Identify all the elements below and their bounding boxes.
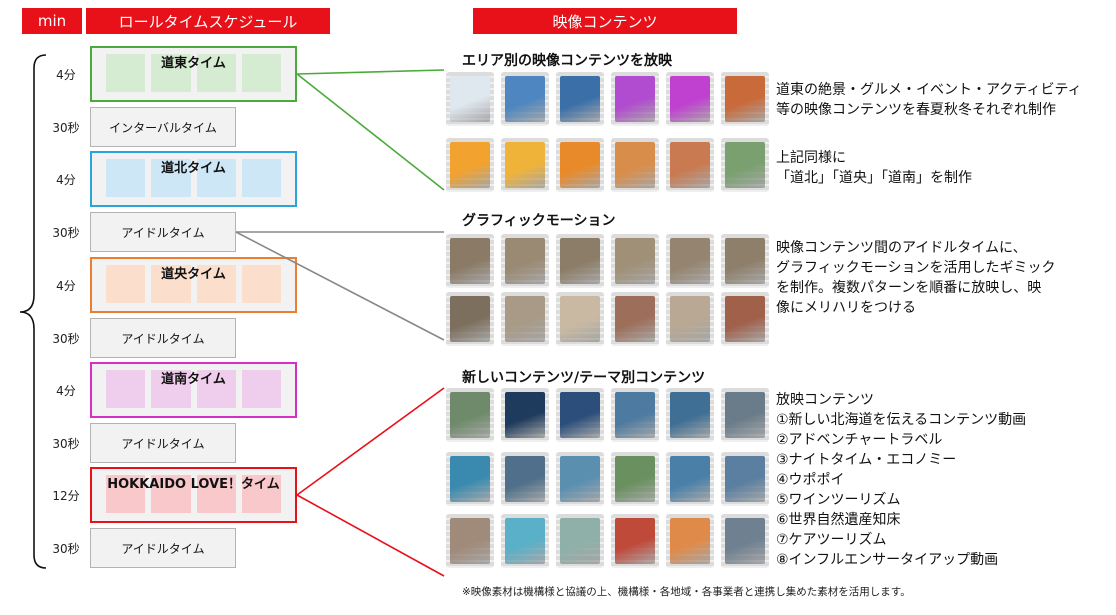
video-thumbnail xyxy=(666,72,714,126)
video-thumbnail xyxy=(666,388,714,442)
section-description: 道東の絶景・グルメ・イベント・アクティビティ 等の映像コンテンツを春夏秋冬それぞ… xyxy=(776,80,1082,120)
video-thumbnail xyxy=(611,388,659,442)
video-thumbnail xyxy=(501,292,549,346)
video-thumbnail xyxy=(721,72,769,126)
section-title: エリア別の映像コンテンツを放映 xyxy=(462,50,672,70)
video-thumbnail xyxy=(446,292,494,346)
video-thumbnail xyxy=(556,514,604,568)
video-thumbnail xyxy=(721,138,769,192)
video-thumbnail xyxy=(556,388,604,442)
connector-line-green xyxy=(297,70,444,74)
section-description: 放映コンテンツ ①新しい北海道を伝えるコンテンツ動画 ②アドベンチャートラベル … xyxy=(776,390,1026,570)
video-thumbnail xyxy=(446,514,494,568)
video-thumbnail xyxy=(666,234,714,288)
video-thumbnail xyxy=(501,514,549,568)
connector-line-red xyxy=(297,495,444,576)
video-thumbnail xyxy=(721,452,769,506)
video-thumbnail xyxy=(611,234,659,288)
connector-line-gray xyxy=(236,232,444,340)
video-thumbnail xyxy=(446,138,494,192)
video-thumbnail xyxy=(556,72,604,126)
video-thumbnail xyxy=(721,388,769,442)
section-title: 新しいコンテンツ/テーマ別コンテンツ xyxy=(462,367,705,387)
video-thumbnail xyxy=(501,72,549,126)
video-thumbnail xyxy=(501,234,549,288)
video-thumbnail xyxy=(556,138,604,192)
video-thumbnail xyxy=(556,292,604,346)
video-thumbnail xyxy=(556,234,604,288)
video-thumbnail xyxy=(721,292,769,346)
video-thumbnail xyxy=(611,72,659,126)
video-thumbnail xyxy=(721,234,769,288)
section-description: 上記同様に 「道北」「道央」「道南」を制作 xyxy=(776,148,972,188)
video-thumbnail xyxy=(501,452,549,506)
video-thumbnail xyxy=(446,452,494,506)
video-thumbnail xyxy=(611,514,659,568)
video-thumbnail xyxy=(556,452,604,506)
video-thumbnail xyxy=(501,388,549,442)
video-thumbnail xyxy=(666,292,714,346)
video-thumbnail xyxy=(446,234,494,288)
video-thumbnail xyxy=(611,292,659,346)
section-title: グラフィックモーション xyxy=(462,210,615,230)
connector-line-red xyxy=(297,388,444,495)
footnote: ※映像素材は機構様と協議の上、機構様・各地域・各事業者と連携し集めた素材を活用し… xyxy=(462,584,911,599)
connector-line-green xyxy=(297,74,444,190)
video-thumbnail xyxy=(666,452,714,506)
video-thumbnail xyxy=(611,452,659,506)
section-description: 映像コンテンツ間のアイドルタイムに、 グラフィックモーションを活用したギミック … xyxy=(776,238,1055,318)
video-thumbnail xyxy=(446,72,494,126)
video-thumbnail xyxy=(721,514,769,568)
video-thumbnail xyxy=(501,138,549,192)
video-thumbnail xyxy=(446,388,494,442)
video-thumbnail xyxy=(611,138,659,192)
video-thumbnail xyxy=(666,138,714,192)
video-thumbnail xyxy=(666,514,714,568)
